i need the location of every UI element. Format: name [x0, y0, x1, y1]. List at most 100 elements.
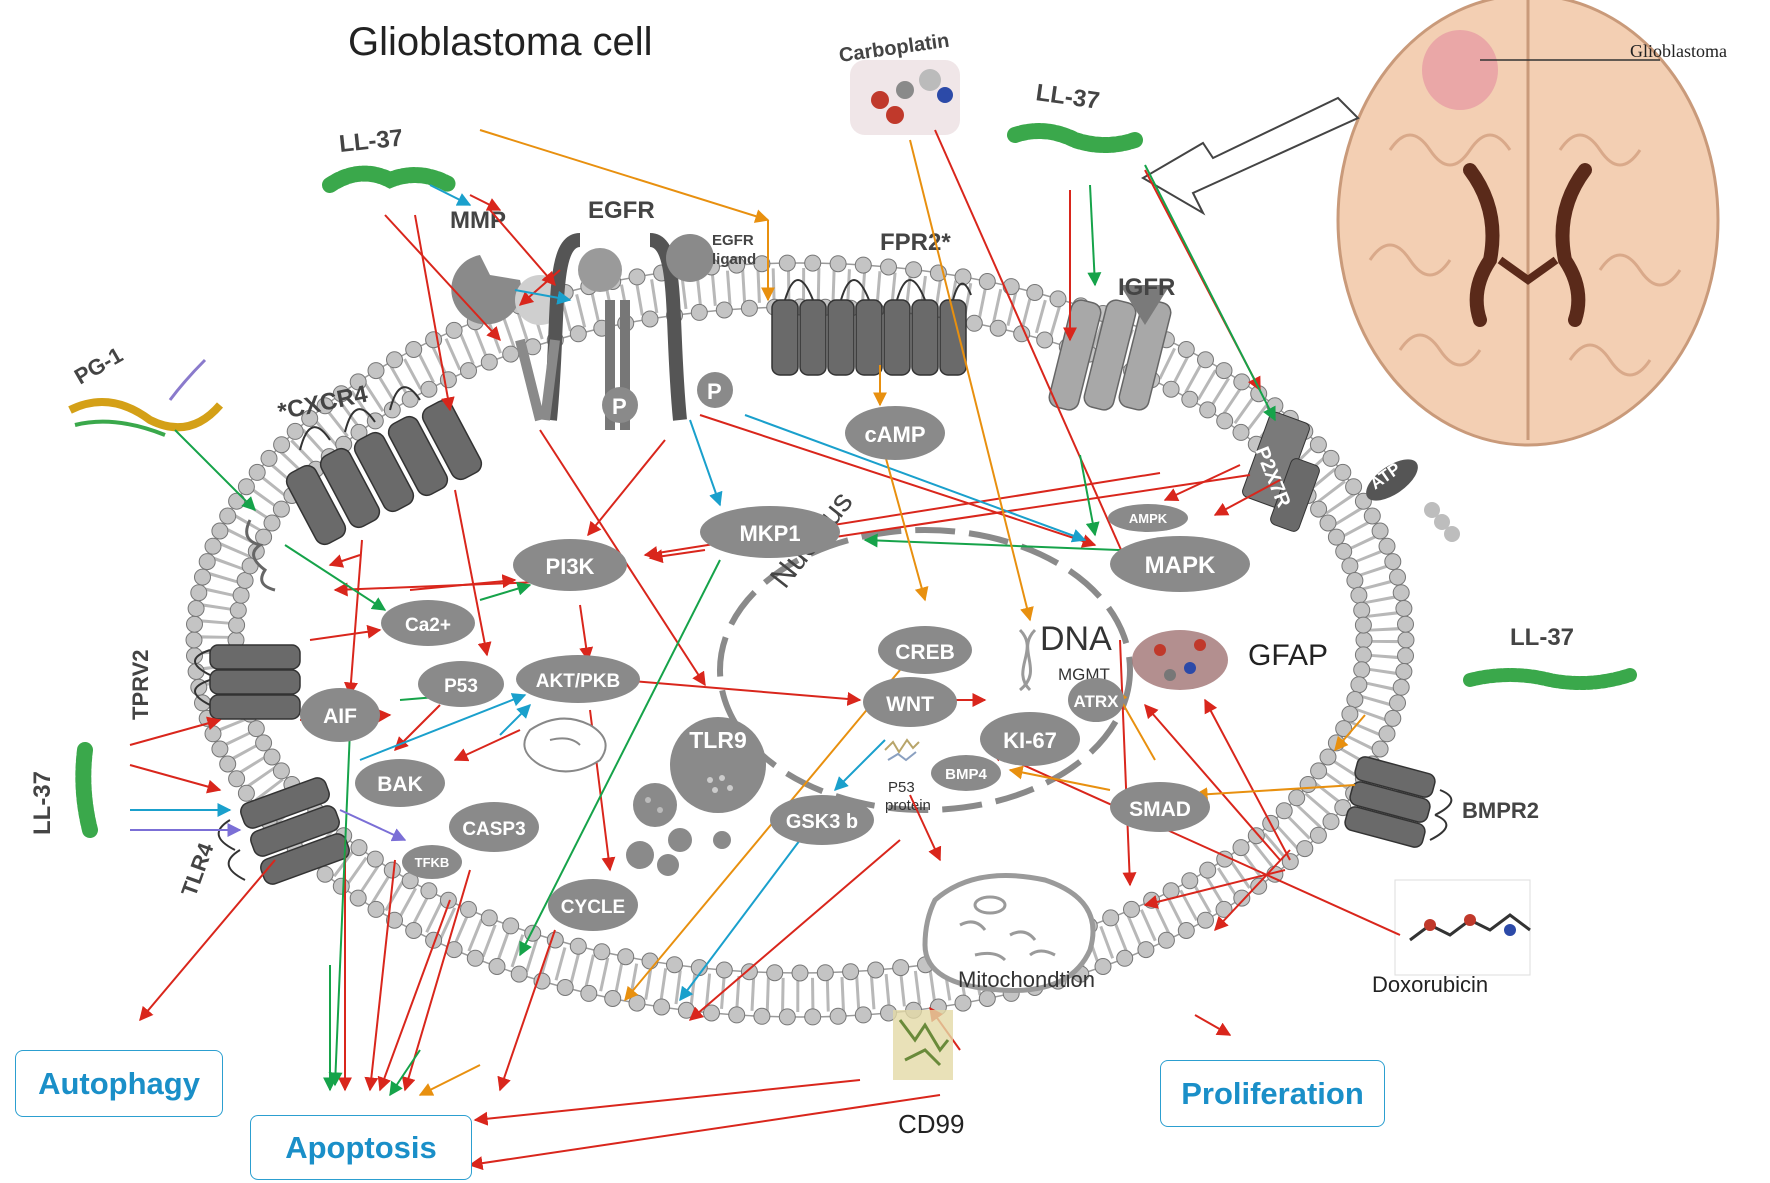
cxcr4-label: *CXCR4	[276, 380, 371, 425]
lipid-head	[1232, 839, 1250, 857]
node-mkp1-label: MKP1	[739, 521, 800, 546]
lipid-head	[1384, 553, 1402, 571]
lipid-head	[842, 963, 860, 981]
lipid-head	[1309, 436, 1327, 454]
lipid-head	[628, 268, 646, 286]
lipid-head	[604, 990, 622, 1007]
p53-protein-label-2: protein	[885, 797, 931, 814]
node-ca2-label: Ca2+	[405, 615, 451, 636]
node-tlr9-label: TLR9	[689, 727, 747, 753]
node-camp-label: cAMP	[864, 422, 925, 447]
lipid-head	[1177, 341, 1195, 358]
node-mapk: MAPK	[1110, 536, 1250, 592]
lipid-head	[1232, 423, 1250, 441]
node-tlr9: TLR9	[670, 717, 766, 813]
phospho-label-right: P	[707, 379, 722, 404]
node-tfkb-label: TFKB	[415, 855, 450, 870]
outcome-autophagy: Autophagy	[15, 1050, 223, 1117]
lipid-head	[420, 882, 438, 900]
lipid-head	[405, 922, 423, 939]
ligands: LL-37 LL-37 LL-37 LL-37 PG-1 Carbopl	[29, 30, 1637, 997]
glioblastoma-label: Glioblastoma	[1630, 41, 1727, 61]
lipid-head	[350, 839, 368, 857]
lipid-head	[556, 979, 574, 996]
lipid-head	[236, 572, 254, 589]
node-smad-label: SMAD	[1129, 798, 1191, 821]
node-gsk3b: GSK3 b	[770, 795, 874, 845]
lipid-head	[804, 254, 822, 272]
ll37-peptide-left: LL-37	[29, 742, 98, 838]
node-ca2: Ca2+	[381, 600, 475, 646]
lipid-head	[1397, 647, 1414, 665]
lipid-head	[219, 507, 237, 525]
lipid-head	[1322, 449, 1340, 467]
lipid-head	[228, 770, 246, 788]
node-wnt: WNT	[863, 677, 957, 727]
lipid-head	[1143, 891, 1161, 909]
lipid-head	[728, 1006, 746, 1024]
lipid-head	[198, 553, 216, 571]
node-p53: P53	[418, 661, 504, 707]
node-cycle-label: CYCLE	[561, 897, 625, 918]
lipid-head	[211, 522, 229, 540]
mitochondria-small	[523, 717, 607, 773]
vesicles	[626, 783, 731, 876]
lipid-head	[804, 1008, 822, 1026]
node-mapk-label: MAPK	[1145, 552, 1216, 579]
node-casp3-label: CASP3	[462, 819, 525, 840]
ll37-label-right: LL-37	[1510, 624, 1574, 651]
lipid-head	[228, 492, 246, 510]
lipid-head	[617, 948, 635, 966]
lipid-head	[1199, 401, 1217, 419]
brain-illustration: Glioblastoma	[1141, 0, 1727, 447]
lipid-head	[1384, 709, 1402, 727]
lipid-head	[569, 325, 587, 343]
lipid-head	[1162, 380, 1180, 398]
lipid-head	[1123, 900, 1140, 918]
lipid-head	[1181, 872, 1199, 890]
lipid-head	[332, 877, 350, 895]
lipid-head	[753, 255, 771, 273]
node-gsk3b-label: GSK3 b	[786, 811, 858, 833]
node-akt: AKT/PKB	[516, 655, 640, 703]
lipid-head	[1002, 278, 1020, 296]
lipid-head	[401, 390, 419, 408]
lipid-head	[228, 616, 246, 634]
lipid-head	[420, 380, 438, 398]
lipid-head	[1288, 789, 1306, 807]
cd99-label: CD99	[898, 1109, 964, 1139]
dna-helix-icon	[1018, 628, 1037, 692]
fpr2-receptor: FPR2*	[771, 229, 972, 376]
phospho-circle-left	[602, 387, 638, 423]
lipid-head	[460, 900, 477, 918]
tprv2-label: TPRV2	[128, 649, 153, 720]
lipid-head	[1310, 762, 1328, 780]
node-casp3: CASP3	[449, 802, 539, 852]
lipid-head	[211, 740, 229, 758]
lipid-head	[1389, 568, 1406, 586]
lipid-head	[892, 959, 910, 977]
ll37-peptide-top-left: LL-37	[322, 124, 458, 193]
lipid-head	[1363, 507, 1381, 525]
lipid-head	[204, 725, 222, 743]
lipid-head	[237, 784, 255, 802]
lipid-head	[1116, 949, 1134, 967]
node-creb-label: CREB	[895, 641, 955, 664]
lipid-head	[1137, 941, 1155, 959]
lipid-head	[1036, 331, 1054, 349]
lipid-head	[1233, 889, 1251, 907]
lipid-head	[1296, 840, 1314, 858]
mmp-label: MMP	[450, 207, 506, 234]
lipid-head	[1309, 826, 1327, 844]
lipid-head	[1319, 748, 1337, 766]
lipid-head	[1181, 390, 1199, 408]
outcome-autophagy-label: Autophagy	[38, 1065, 200, 1101]
lipid-head	[247, 720, 265, 738]
lipid-head	[255, 734, 273, 752]
node-aif-label: AIF	[323, 705, 357, 728]
lipid-head	[740, 963, 758, 981]
lipid-head	[1335, 542, 1353, 560]
node-camp: cAMP	[845, 406, 945, 460]
dna-label: DNA	[1040, 620, 1112, 658]
lipid-head	[1371, 522, 1389, 540]
